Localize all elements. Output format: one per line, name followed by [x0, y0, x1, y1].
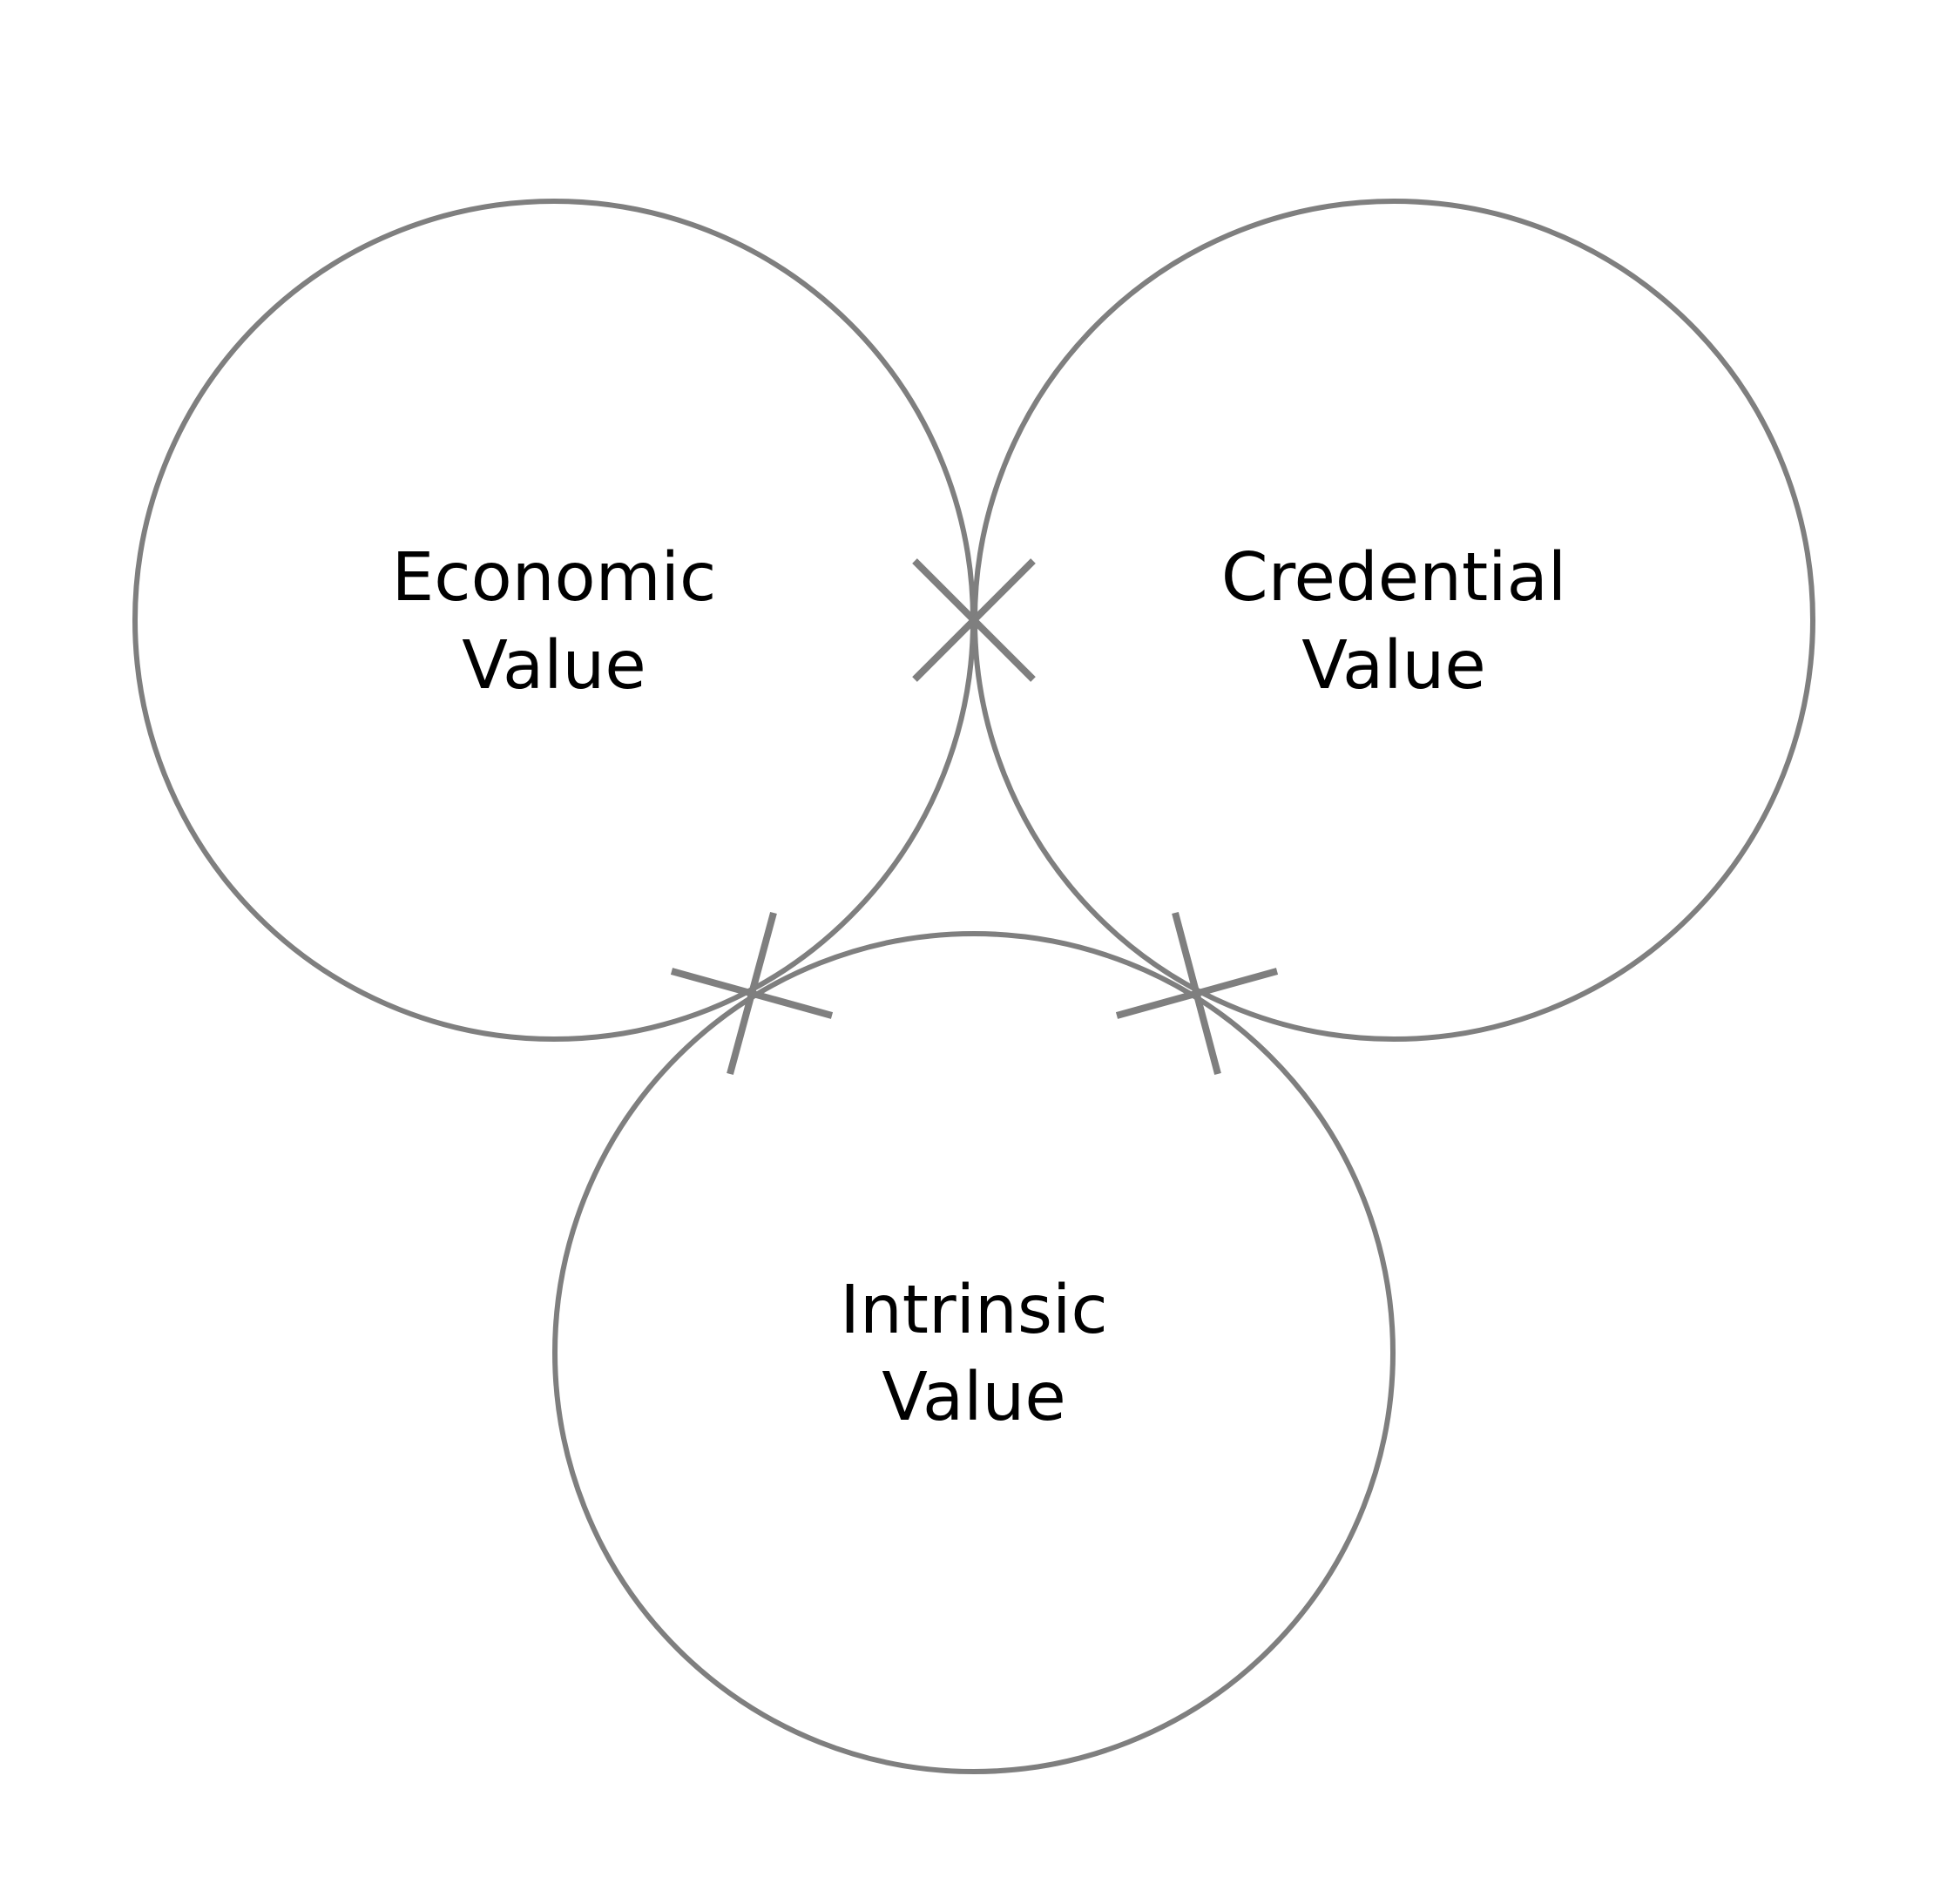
economic-credential-x-mark-icon — [912, 558, 1036, 682]
credential-intrinsic-x-mark-icon — [1115, 911, 1279, 1076]
intrinsic-value-label: Intrinsic — [840, 1272, 1107, 1349]
credential-value-label: Credential — [1221, 539, 1566, 617]
intrinsic-value-label-line2: Value — [882, 1359, 1065, 1436]
economic-intrinsic-x-mark-icon — [670, 911, 834, 1076]
credential-value-circle — [972, 199, 1815, 1042]
economic-value-label: Economic — [392, 539, 717, 617]
economic-value-label-line2: Value — [462, 627, 646, 705]
intrinsic-value-circle — [552, 931, 1396, 1774]
economic-value-circle — [132, 199, 976, 1042]
credential-value-label-line2: Value — [1301, 627, 1485, 705]
